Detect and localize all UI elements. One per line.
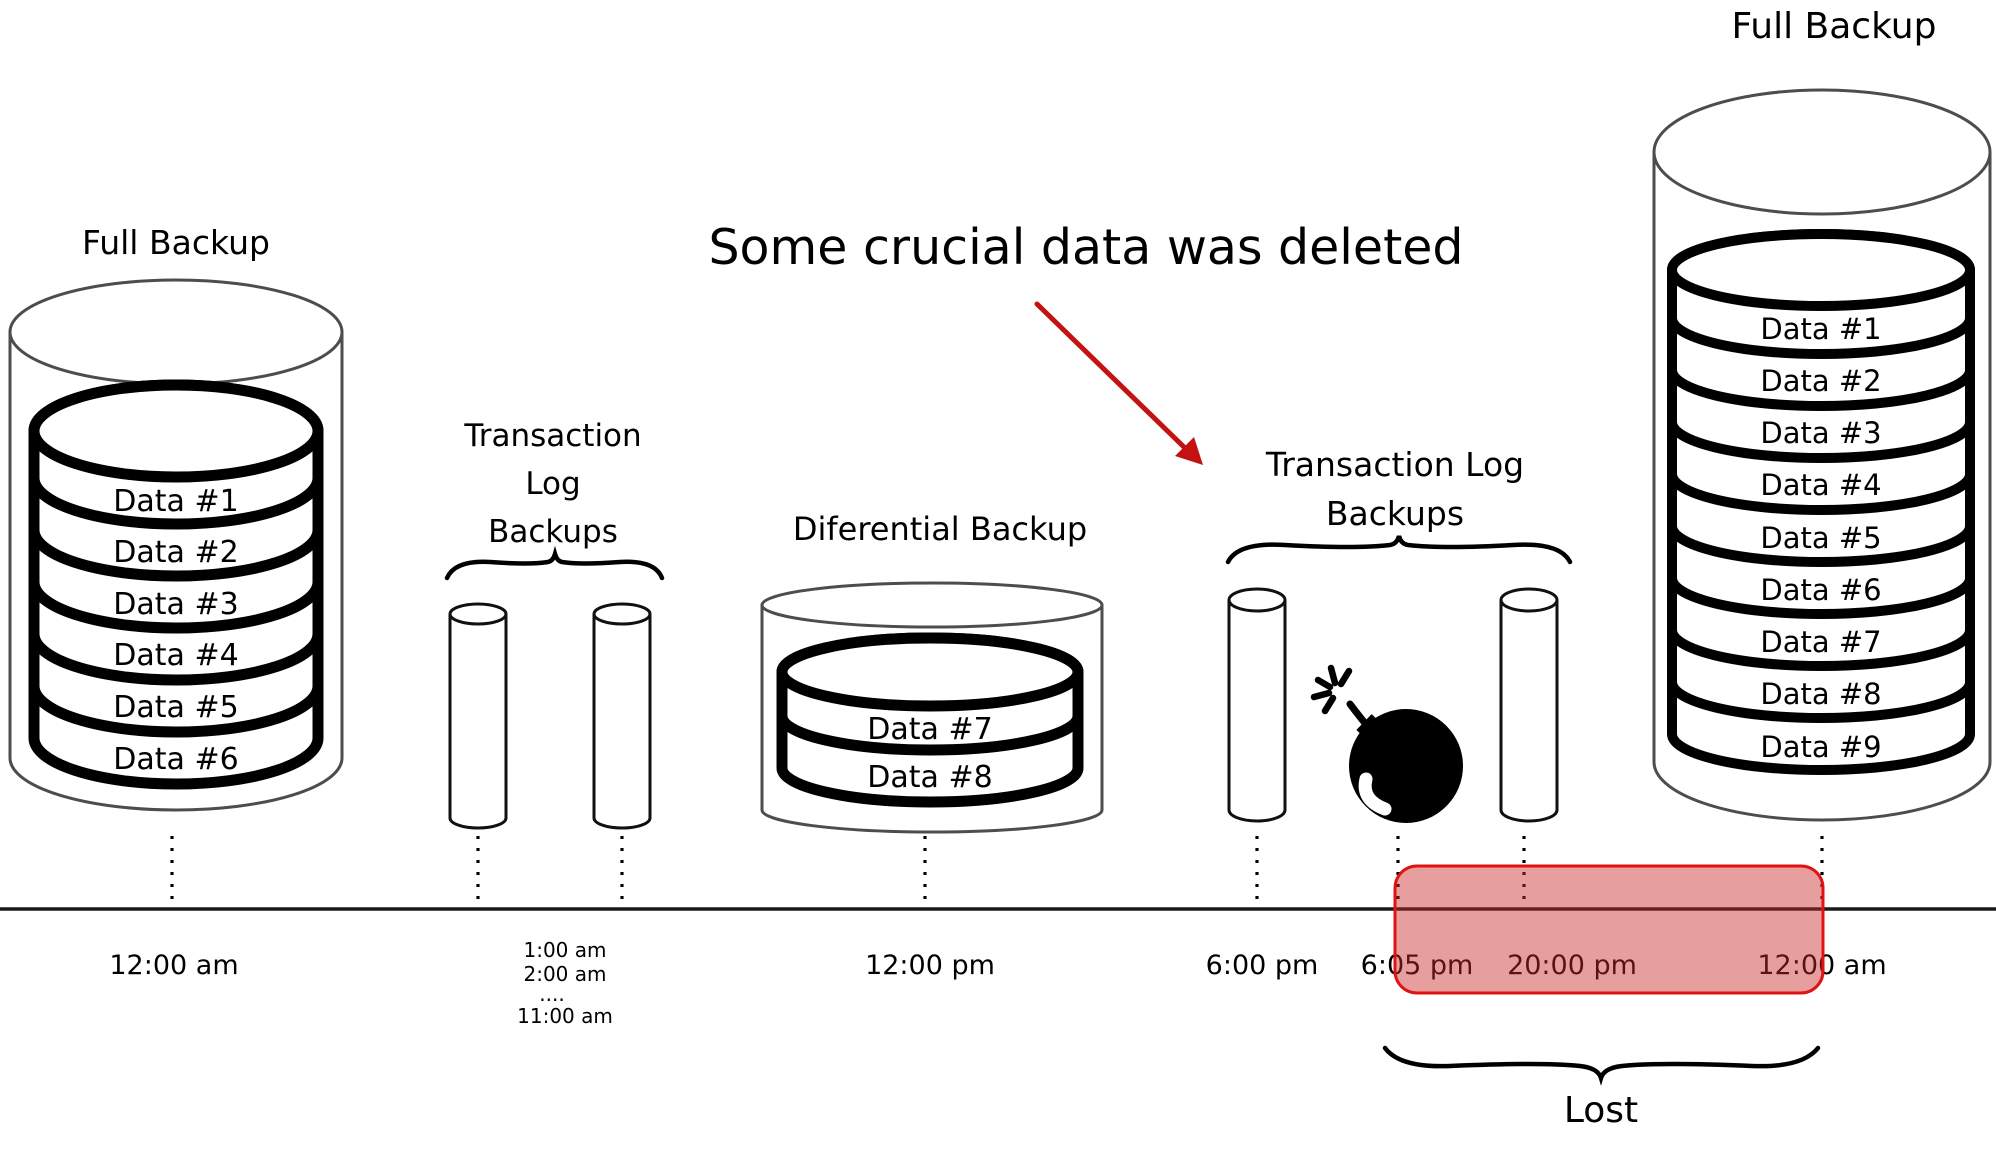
bomb-icon: [1310, 664, 1463, 823]
disk-label: Data #9: [1760, 730, 1881, 764]
disk-label: Data #5: [1760, 521, 1881, 555]
disk-label: Data #7: [867, 712, 992, 747]
red-arrow: [1034, 301, 1203, 465]
time-label-tlb2: 20:00 pm: [1507, 950, 1637, 981]
bomb-highlight: [1358, 772, 1392, 816]
right-full-backup-cylinder: [1652, 88, 1992, 822]
log-cylinder-top: [592, 602, 652, 626]
disk-label: Data #1: [113, 484, 238, 519]
disk-label: Data #1: [1760, 312, 1881, 346]
disk-separator: [1667, 521, 1975, 567]
time-label-deletion: 6:05 pm: [1361, 950, 1474, 981]
lost-period-box: [1393, 864, 1825, 995]
disk-label: Data #8: [867, 760, 992, 795]
log-cylinder-body: [1227, 600, 1287, 823]
disk-stack-top: [1667, 229, 1975, 311]
disk-separator: [1667, 677, 1975, 723]
disk-separator: [1667, 469, 1975, 515]
disk-separator: [776, 710, 1084, 756]
lost-label: Lost: [1564, 1090, 1638, 1131]
left-tlb-label-line1: Transaction: [463, 418, 641, 454]
deleted-data-headline: Some crucial data was deleted: [708, 219, 1463, 276]
disk-label: Data #7: [1760, 625, 1881, 659]
disk-label: Data #6: [1760, 573, 1881, 607]
disk-label: Data #2: [113, 535, 238, 570]
arrow-shaft: [1034, 301, 1189, 452]
disk-separator: [28, 628, 324, 686]
time-label-left-full: 12:00 am: [109, 950, 238, 981]
disk-separator: [1667, 573, 1975, 619]
time-label-ellipsis: ....: [539, 982, 564, 1006]
lost-underbrace: [1382, 1045, 1821, 1086]
right-tlb-label-line1: Transaction Log: [1265, 445, 1524, 484]
outer-cylinder-top: [760, 581, 1104, 629]
time-label-hourly: 2:00 am: [523, 962, 606, 986]
disk-label: Data #8: [1760, 677, 1881, 711]
disk-separator: [28, 524, 324, 582]
disk-stack-top: [28, 379, 324, 483]
disk-separator: [1667, 625, 1975, 671]
disk-separator: [28, 472, 324, 530]
bomb-fuse: [1346, 700, 1372, 731]
left-tlb-overbrace: [444, 545, 665, 581]
spark-icon: [1310, 664, 1353, 715]
log-cylinder-body: [592, 614, 652, 830]
disk-label: Data #5: [113, 690, 238, 725]
time-label-differential: 12:00 pm: [865, 950, 995, 981]
log-cylinder-top: [448, 602, 508, 626]
time-label-hourly: 11:00 am: [517, 1004, 613, 1028]
disk-label: Data #2: [1760, 364, 1881, 398]
disk-separator: [28, 680, 324, 738]
outer-cylinder-top: [8, 278, 344, 386]
log-cylinder-top: [1227, 587, 1287, 613]
right-tlb-label-line2: Backups: [1326, 494, 1464, 533]
disk-separator: [1667, 313, 1975, 359]
arrow-head: [1175, 437, 1203, 465]
right-tlb-cylinders: [1227, 587, 1559, 823]
differential-backup-title: Diferential Backup: [793, 510, 1087, 548]
disk-separator: [28, 576, 324, 634]
left-tlb-cylinders: [448, 602, 652, 830]
right-tlb-overbrace: [1225, 535, 1573, 565]
differential-backup-cylinder: [760, 581, 1104, 834]
left-full-backup-cylinder: [8, 278, 344, 812]
left-tlb-label-line3: Backups: [488, 514, 618, 550]
time-label-hourly-stack: 1:00 am 2:00 am .... 11:00 am: [517, 938, 613, 1028]
log-cylinder-top: [1499, 587, 1559, 613]
disk-label: Data #3: [113, 587, 238, 622]
log-cylinder-body: [1499, 600, 1559, 823]
disk-label: Data #4: [113, 638, 238, 673]
disk-label: Data #4: [1760, 468, 1881, 502]
disk-separator: [1667, 417, 1975, 463]
time-label-tlb1: 6:00 pm: [1206, 950, 1319, 981]
outer-cylinder-top: [1652, 88, 1992, 216]
left-tlb-label-line2: Log: [525, 466, 580, 502]
lost-box-fill: [1395, 866, 1823, 993]
lost-box-border: [1393, 864, 1825, 995]
right-full-backup-title: Full Backup: [1732, 6, 1937, 47]
time-label-hourly: 1:00 am: [523, 938, 606, 962]
disk-stack-top: [776, 632, 1084, 712]
disk-label: Data #6: [113, 742, 238, 777]
left-full-backup-title: Full Backup: [82, 223, 270, 262]
bomb-body: [1349, 709, 1463, 823]
disk-label: Data #3: [1760, 416, 1881, 450]
disk-separator: [1667, 365, 1975, 411]
log-cylinder-body: [448, 614, 508, 830]
